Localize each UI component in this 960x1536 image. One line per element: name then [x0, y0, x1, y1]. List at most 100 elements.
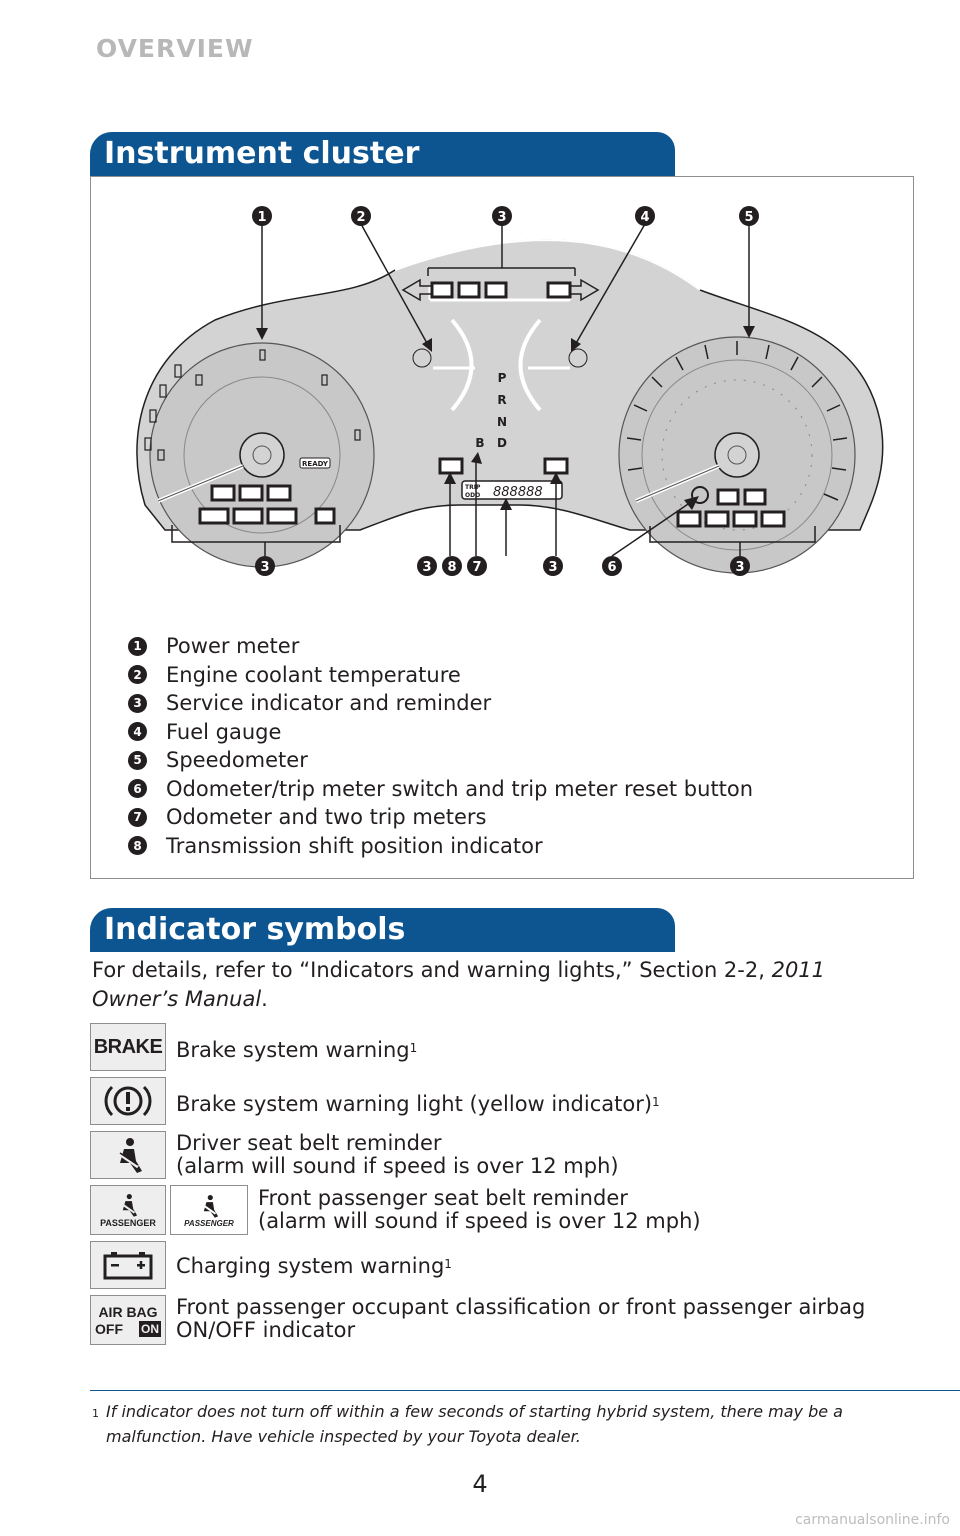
symbol-text: Driver seat belt reminder [176, 1131, 442, 1155]
symbol-text-note: ON/OFF indicator [176, 1318, 356, 1342]
footnote-mark: 1 [92, 1407, 99, 1420]
legend-item: 3 Service indicator and reminder [128, 689, 753, 718]
legend-number: 5 [128, 750, 147, 770]
symbol-text-note: (alarm will sound if speed is over 12 mp… [176, 1154, 619, 1178]
symbol-text: Brake system warning light (yellow indic… [176, 1092, 653, 1116]
passenger-seatbelt-icon: PASSENGER [90, 1185, 166, 1235]
legend-number: 2 [128, 665, 147, 685]
legend-label: Transmission shift position indicator [166, 833, 543, 858]
battery-icon [90, 1241, 166, 1289]
symbol-label: Brake system warning1 [176, 1039, 417, 1062]
brake-icon-text: BRAKE [93, 1035, 163, 1058]
instrument-cluster-panel [90, 176, 914, 879]
callout-6: 6 [607, 560, 616, 575]
legend-number: 8 [128, 836, 147, 856]
callout-1: 1 [257, 210, 266, 225]
symbol-label: Front passenger occupant classification … [176, 1296, 865, 1342]
passenger-seatbelt-icon: PASSENGER [170, 1185, 248, 1235]
symbol-label: Brake system warning light (yellow indic… [176, 1093, 660, 1116]
legend-label: Power meter [166, 634, 300, 659]
indicator-intro: For details, refer to “Indicators and wa… [92, 956, 882, 1014]
driver-seatbelt-icon [90, 1131, 166, 1179]
callout-3-top: 3 [497, 210, 506, 225]
instrument-cluster-heading: Instrument cluster [90, 132, 675, 176]
symbol-text: Front passenger seat belt reminder [258, 1186, 628, 1210]
callout-5: 5 [744, 210, 753, 225]
callout-3-right: 3 [735, 560, 744, 575]
legend-label: Odometer and two trip meters [166, 805, 487, 830]
legend-label: Fuel gauge [166, 719, 282, 744]
intro-end: . [261, 987, 268, 1011]
section-header: OVERVIEW [96, 34, 254, 63]
seatbelt-glyph [201, 1194, 219, 1218]
shift-p: P [498, 371, 507, 385]
legend-label: Service indicator and reminder [166, 691, 492, 716]
odometer-readout: 888888 [493, 485, 543, 500]
legend-number: 3 [128, 693, 147, 713]
trip-label: TRIP [465, 484, 481, 491]
legend-item: 4 Fuel gauge [128, 718, 753, 747]
callout-badges: 1 2 3 4 5 3 3 8 7 3 6 3 [252, 206, 759, 576]
callout-3-center-left: 3 [422, 560, 431, 575]
legend-item: 6 Odometer/trip meter switch and trip met… [128, 775, 753, 804]
seatbelt-glyph [120, 1193, 138, 1217]
legend-label: Speedometer [166, 748, 308, 773]
callout-7: 7 [472, 560, 481, 575]
symbol-text: Charging system warning [176, 1254, 445, 1278]
callout-3-left: 3 [260, 560, 269, 575]
manual-title: 2011 Owner’s Manual [92, 958, 826, 1011]
cluster-legend: 1 Power meter 2 Engine coolant temperature… [128, 632, 753, 860]
shift-n: N [497, 415, 507, 429]
legend-item: 1 Power meter [128, 632, 753, 661]
airbag-status-row: OFF ON [95, 1321, 161, 1337]
footnote: 1 If indicator does not turn off within a… [92, 1399, 906, 1449]
legend-number: 6 [128, 779, 147, 799]
airbag-label: AIR BAG [98, 1304, 158, 1320]
airbag-off-label: OFF [95, 1321, 123, 1337]
odometer-display [461, 480, 563, 500]
brake-warning-light-glyph [104, 1085, 152, 1117]
legend-label: Odometer/trip meter switch and trip mete… [166, 776, 754, 801]
passenger-label: PASSENGER [184, 1218, 234, 1228]
legend-number: 1 [128, 636, 147, 656]
watermark: carmanualsonline.info [795, 1512, 950, 1528]
legend-item: 5 Speedometer [128, 746, 753, 775]
airbag-on-label: ON [139, 1321, 161, 1337]
symbol-text-note: (alarm will sound if speed is over 12 mp… [258, 1209, 701, 1233]
callout-4: 4 [640, 210, 649, 225]
brake-warning-light-icon [90, 1077, 166, 1125]
symbol-text: Brake system warning [176, 1038, 410, 1062]
legend-number: 7 [128, 807, 147, 827]
footnote-ref: 1 [409, 1041, 418, 1055]
odo-label: ODO [465, 492, 480, 499]
symbol-label: Charging system warning1 [176, 1255, 452, 1278]
legend-item: 7 Odometer and two trip meters [128, 803, 753, 832]
symbol-label: Front passenger seat belt reminder (alar… [258, 1187, 701, 1233]
callout-2: 2 [356, 210, 365, 225]
seatbelt-glyph [117, 1138, 142, 1173]
legend-number: 4 [128, 722, 147, 742]
instrument-cluster-diagram: READY P R N B D TRIP ODO [136, 206, 884, 576]
callout-8: 8 [447, 560, 456, 575]
ready-label: READY [302, 460, 329, 468]
footnote-ref: 1 [652, 1095, 660, 1109]
shift-d: D [497, 436, 507, 450]
indicator-symbols-heading: Indicator symbols [90, 908, 675, 952]
brake-icon: BRAKE [90, 1023, 166, 1071]
footnote-divider [90, 1390, 960, 1391]
shift-r: R [497, 393, 506, 407]
footnote-text: If indicator does not turn off within a … [106, 1402, 843, 1446]
legend-label: Engine coolant temperature [166, 662, 461, 687]
page-number: 4 [472, 1470, 488, 1498]
passenger-label: PASSENGER [100, 1218, 156, 1228]
callout-3-center-right: 3 [548, 560, 557, 575]
airbag-off-on-icon: AIR BAG OFF ON [90, 1295, 166, 1345]
shift-b: B [475, 436, 484, 450]
footnote-ref: 1 [444, 1257, 452, 1271]
legend-item: 2 Engine coolant temperature [128, 661, 753, 690]
symbol-label: Driver seat belt reminder (alarm will so… [176, 1132, 619, 1178]
battery-glyph [103, 1252, 153, 1280]
intro-text: For details, refer to “Indicators and wa… [92, 958, 772, 982]
symbol-text: Front passenger occupant classification … [176, 1295, 866, 1319]
legend-item: 8 Transmission shift position indicator [128, 832, 753, 861]
